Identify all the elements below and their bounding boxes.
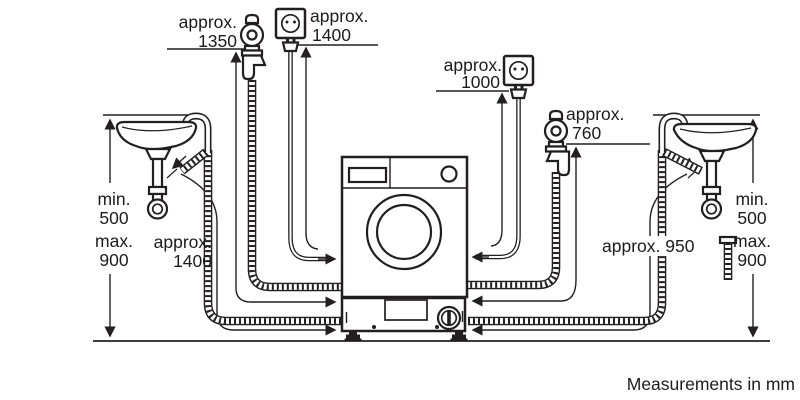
right-sink-basin — [672, 122, 758, 153]
left-height-min-value: 500 — [99, 208, 128, 228]
left-tap-length-label: approx. — [179, 12, 237, 32]
right-height-max-value: 900 — [737, 250, 766, 270]
left-drain-arrow — [171, 155, 187, 170]
right-drain-label-backing — [598, 236, 702, 256]
right-tap-spout — [545, 150, 571, 177]
left-height-min-label: min. — [97, 189, 130, 209]
left-drain-length-value: 1400 — [173, 251, 212, 271]
left-sink-tailpiece — [144, 147, 172, 161]
machine-foot-right — [450, 331, 468, 342]
left-drain-length-label: approx. — [154, 232, 212, 252]
left-plug-prong — [292, 38, 296, 43]
machine-foot-left — [344, 331, 362, 342]
right-tap-length-value: 760 — [572, 123, 601, 143]
right-drain-leader — [471, 173, 688, 336]
left-drain-tick — [166, 168, 178, 179]
left-cord-length-label: approx. — [310, 6, 368, 26]
left-drain-leader — [180, 173, 337, 336]
right-height-min-value: 500 — [737, 208, 766, 228]
right-cord-length-value: 1000 — [461, 72, 500, 92]
right-power-cord — [471, 97, 521, 263]
right-sink-pipe — [705, 159, 718, 189]
right-tap-icon — [543, 109, 571, 177]
machine-knob — [440, 165, 458, 183]
right-tap-cap — [548, 109, 564, 121]
left-drain-hose — [179, 112, 341, 326]
left-sink-siphon — [146, 198, 169, 220]
measurements-note: Measurements in mm — [627, 374, 795, 394]
left-height-max-label: max. — [95, 231, 133, 251]
right-tap-leader — [471, 146, 582, 307]
right-sink — [672, 122, 758, 280]
left-tap-length-value: 1350 — [198, 31, 237, 51]
right-sink-siphon — [700, 198, 723, 220]
left-cord-length-value: 1400 — [312, 25, 351, 45]
right-sink-tailpiece — [698, 149, 726, 163]
left-supply-hose — [247, 80, 341, 292]
left-tap-cap — [244, 13, 260, 25]
right-power-outlet-icon — [502, 54, 535, 100]
right-drain-length-label: approx. 950 — [602, 236, 695, 256]
right-tap-length-label: approx. — [566, 104, 624, 124]
right-cord-length-label: approx. — [444, 55, 502, 75]
dimension-leaders — [103, 44, 760, 338]
left-outlet-leader — [300, 46, 319, 250]
right-drain-hose — [468, 112, 703, 326]
left-power-cord — [288, 50, 337, 265]
right-supply-hose — [468, 172, 561, 290]
machine-plinth-panel — [384, 299, 428, 321]
left-power-outlet-icon — [274, 7, 307, 53]
left-tap-spout — [241, 54, 267, 81]
washing-machine — [340, 155, 469, 342]
right-height-min-label: min. — [735, 189, 768, 209]
left-plug-icon — [281, 41, 300, 53]
right-plug-prong — [520, 85, 524, 90]
left-sink-pipe — [151, 157, 164, 189]
machine-display — [347, 166, 388, 184]
left-height-max-value: 900 — [99, 250, 128, 270]
right-outlet-leader — [490, 92, 508, 247]
left-plug-prong — [286, 38, 289, 43]
labels: approx. 1350 approx. 1400 approx. 1000 a… — [95, 6, 795, 394]
left-sink — [115, 120, 198, 220]
right-plug-icon — [509, 88, 528, 100]
right-height-max-label: max. — [733, 231, 771, 251]
left-sink-basin — [115, 120, 198, 151]
left-tap-icon — [239, 13, 267, 81]
right-plug-prong — [514, 85, 517, 90]
left-tap-leader — [230, 51, 337, 308]
